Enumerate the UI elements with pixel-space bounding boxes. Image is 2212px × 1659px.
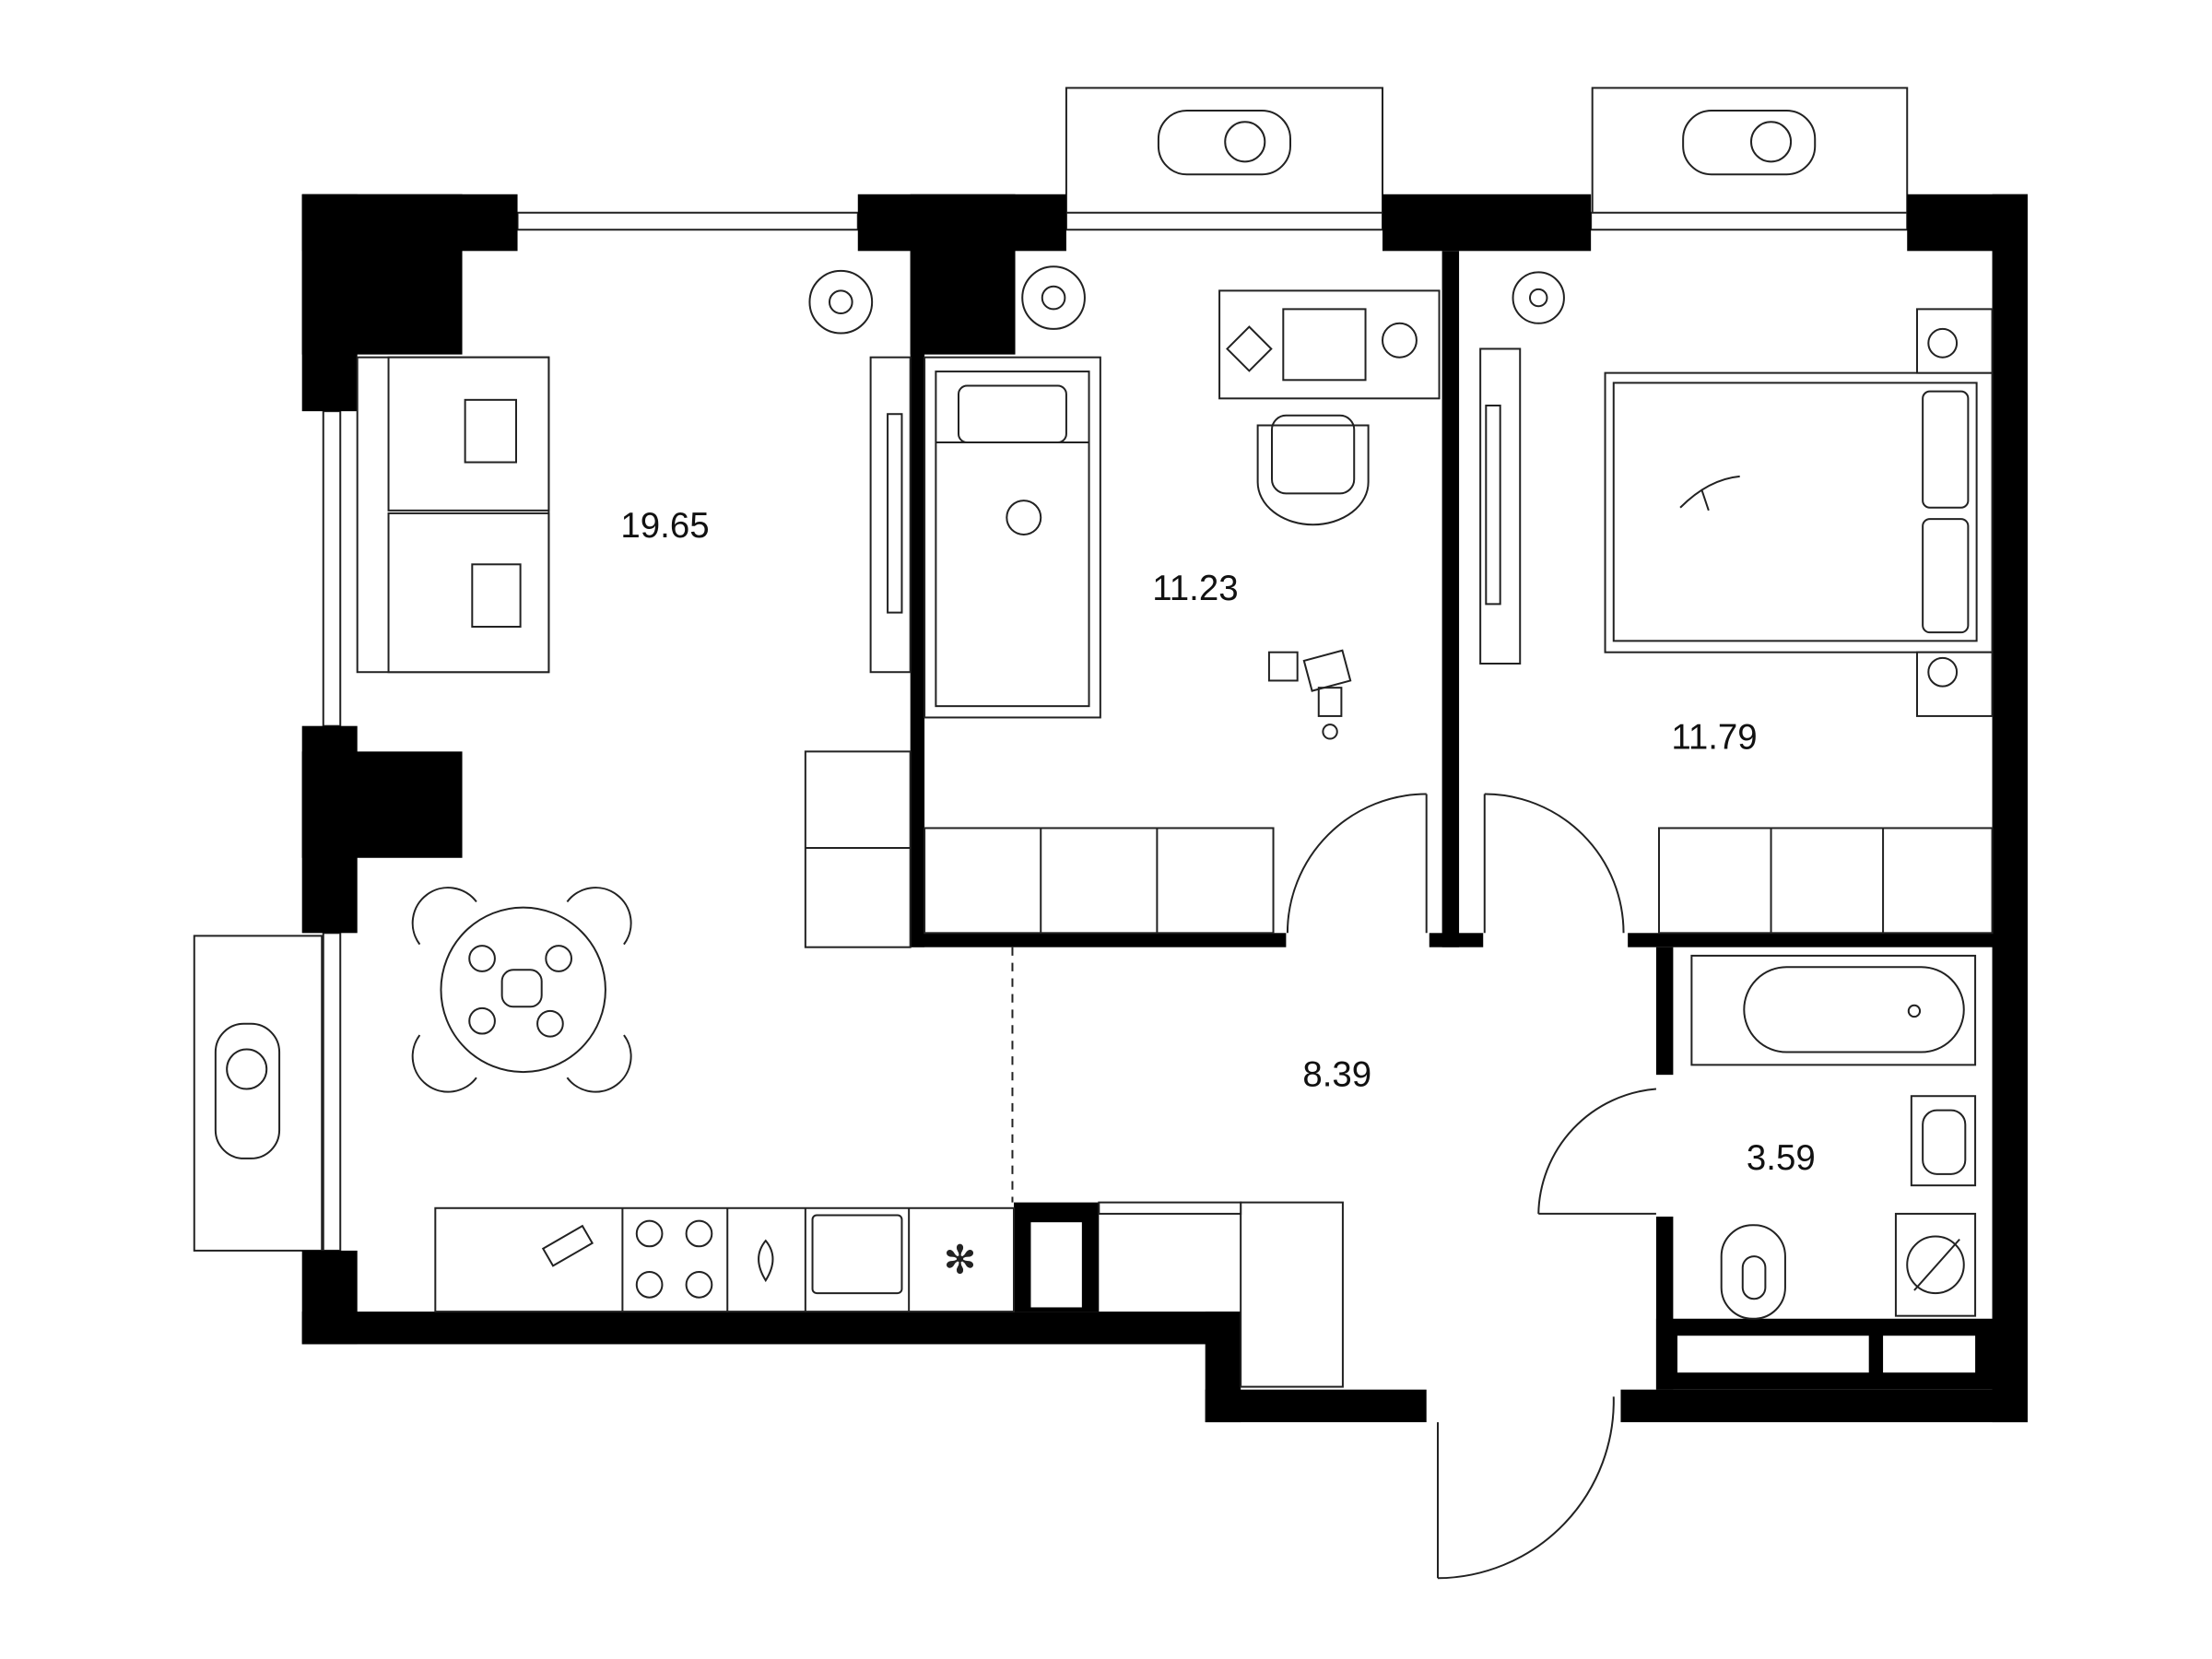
balcony-bedroom-1 bbox=[1065, 87, 1383, 217]
double-bed bbox=[1604, 371, 1994, 653]
water-drop-icon bbox=[758, 1239, 774, 1283]
sofa bbox=[356, 356, 550, 674]
area-label-bedroom-1: 11.23 bbox=[1152, 569, 1238, 608]
balcony-living bbox=[193, 935, 324, 1252]
toy-animal-icon bbox=[1679, 475, 1740, 512]
sink-icon bbox=[811, 1214, 903, 1295]
fan-icon bbox=[1750, 121, 1793, 163]
doors bbox=[1011, 793, 1657, 1580]
desk-chair bbox=[1256, 414, 1370, 526]
windows bbox=[322, 211, 1909, 1252]
balcony-bedroom-2 bbox=[1591, 87, 1909, 217]
bathtub bbox=[1690, 954, 1977, 1066]
plant-icon bbox=[808, 265, 1565, 335]
washbasin bbox=[1910, 1095, 1977, 1187]
desk bbox=[1218, 289, 1441, 400]
tv-unit-bedroom-2 bbox=[1479, 347, 1522, 665]
toys-icon bbox=[1267, 649, 1352, 740]
toilet bbox=[1720, 1224, 1786, 1320]
wardrobe-bedroom-2 bbox=[1658, 827, 1994, 935]
walls bbox=[301, 194, 2028, 1423]
snowflake-icon: ✻ bbox=[943, 1240, 976, 1283]
area-label-bedroom-2: 11.79 bbox=[1671, 717, 1757, 757]
area-label-bathroom: 3.59 bbox=[1747, 1138, 1816, 1178]
fan-icon bbox=[226, 1048, 268, 1090]
tv-unit bbox=[869, 356, 912, 674]
stove-icon bbox=[635, 1219, 713, 1299]
fan-icon bbox=[1224, 121, 1266, 163]
area-label-living-kitchen: 19.65 bbox=[620, 506, 709, 546]
single-bed bbox=[924, 356, 1101, 719]
cutting-board-icon bbox=[541, 1224, 594, 1267]
area-label-hallway: 8.39 bbox=[1302, 1054, 1371, 1094]
washing-machine bbox=[1894, 1212, 1977, 1317]
wardrobe-living bbox=[804, 750, 912, 948]
nightstands bbox=[1916, 308, 1994, 717]
wardrobe-bedroom-1 bbox=[924, 827, 1275, 935]
kitchen-counter: ✻ bbox=[434, 1206, 1015, 1313]
dining-table bbox=[411, 887, 632, 1093]
laptop-icon bbox=[1282, 308, 1367, 382]
